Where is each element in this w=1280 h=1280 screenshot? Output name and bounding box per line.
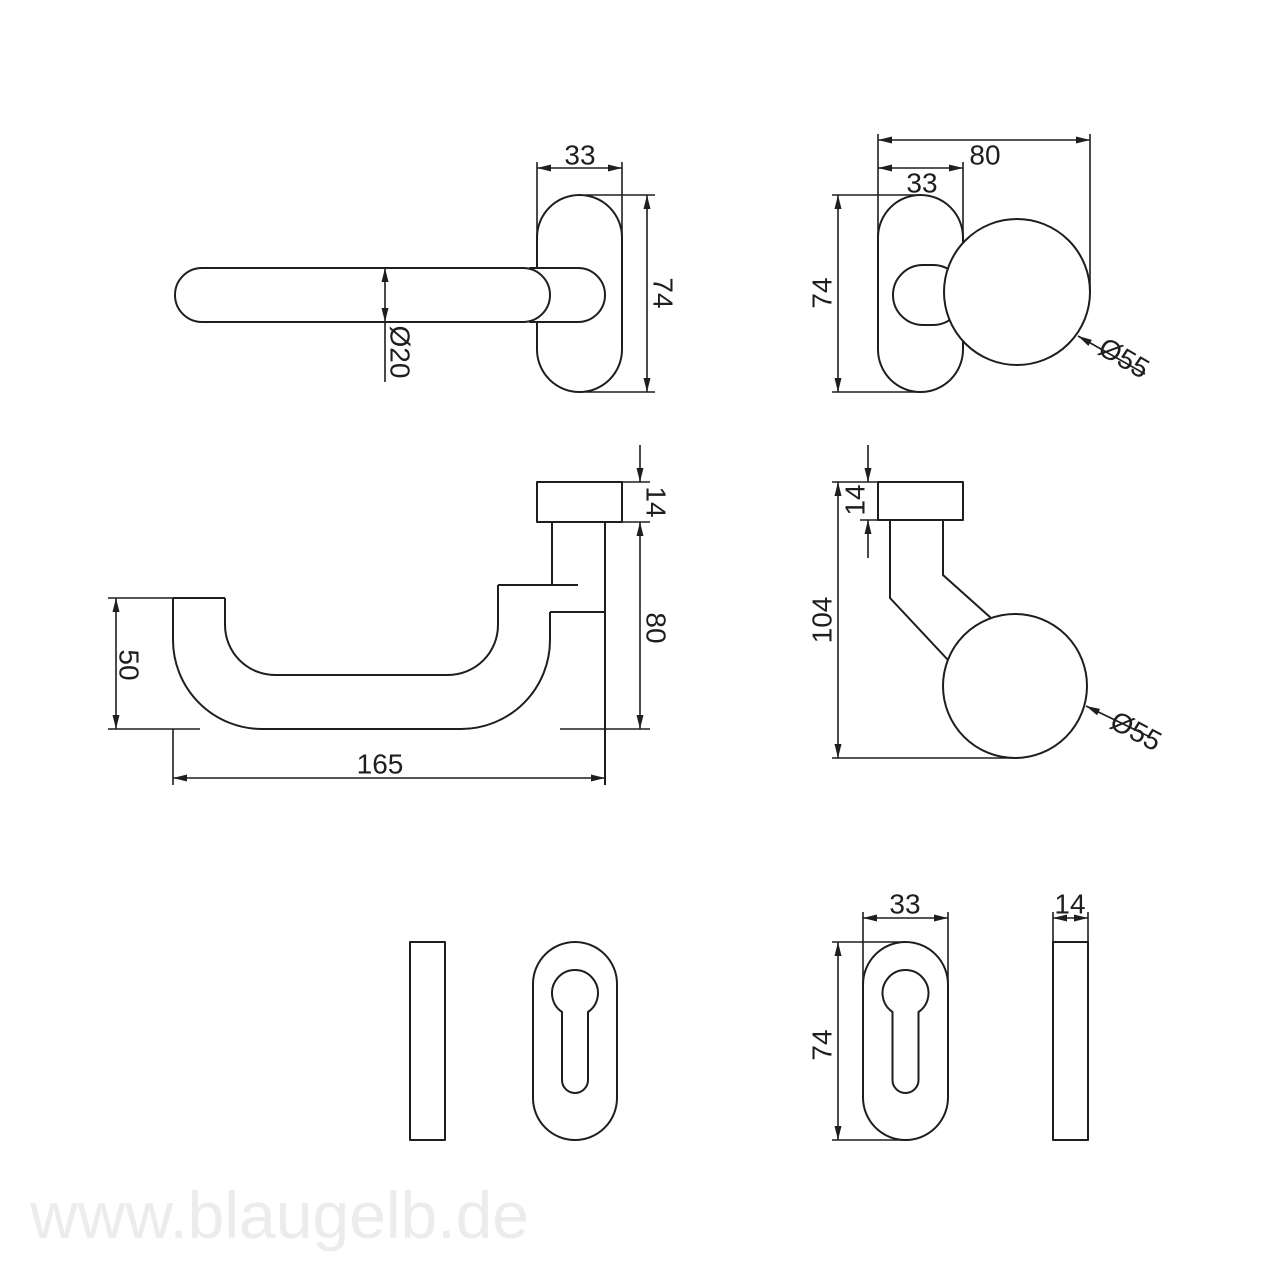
dim-label-thickness: 14 — [1054, 889, 1085, 920]
dim-label-width: 33 — [889, 889, 920, 920]
view-lever-top: 33 74 Ø20 — [174, 140, 679, 393]
dim-leader-line — [1085, 705, 1149, 737]
view-knob-side: 14 104 Ø55 — [807, 445, 1167, 759]
dim-label-width: 33 — [564, 140, 595, 171]
escutcheon-outline — [532, 941, 618, 1141]
keyhole-outline — [551, 969, 599, 1094]
dim-label-height: 74 — [648, 277, 679, 308]
keyhole-outline — [881, 969, 930, 1094]
escutcheon-outline — [862, 941, 949, 1141]
dim-label-height: 74 — [807, 277, 838, 308]
lever-neck-outline — [529, 267, 606, 323]
dim-leader-line — [1077, 335, 1146, 375]
escutcheon-profile — [1052, 941, 1089, 1141]
neck-left-edge — [889, 520, 949, 661]
neck-right-edge — [942, 520, 992, 619]
knob-outline — [943, 218, 1091, 366]
view-lever-side: 14 80 50 165 — [108, 445, 672, 785]
escutcheon-profile — [409, 941, 446, 1141]
view-escutcheon-front-plain — [532, 941, 618, 1141]
dim-label-height: 80 — [641, 612, 672, 643]
watermark: www.blaugelb.de — [29, 1178, 529, 1252]
dim-label-rosette-width: 33 — [906, 168, 937, 199]
dim-label-rosette-thickness: 14 — [641, 486, 672, 517]
dim-label-height: 104 — [807, 597, 838, 644]
dim-label-overall-width: 80 — [969, 140, 1000, 171]
view-escutcheon-side: 14 — [1052, 889, 1089, 1141]
lever-bar-outline — [174, 267, 551, 323]
dim-label-diameter: Ø20 — [385, 326, 416, 379]
rosette-profile — [536, 481, 623, 523]
dim-label-height: 74 — [807, 1029, 838, 1060]
lever-inner-contour — [224, 585, 499, 676]
dim-label-length: 165 — [357, 749, 404, 780]
rosette-profile — [877, 481, 964, 521]
lever-outer-contour — [172, 598, 551, 730]
view-knob-top: 80 33 74 Ø55 — [807, 134, 1155, 393]
knob-outline — [942, 613, 1088, 759]
dim-label-rosette-thickness: 14 — [840, 484, 871, 515]
dim-label-drop: 50 — [114, 649, 145, 680]
view-escutcheon-front: 33 74 — [807, 889, 949, 1141]
view-escutcheon-side-plain — [409, 941, 446, 1141]
